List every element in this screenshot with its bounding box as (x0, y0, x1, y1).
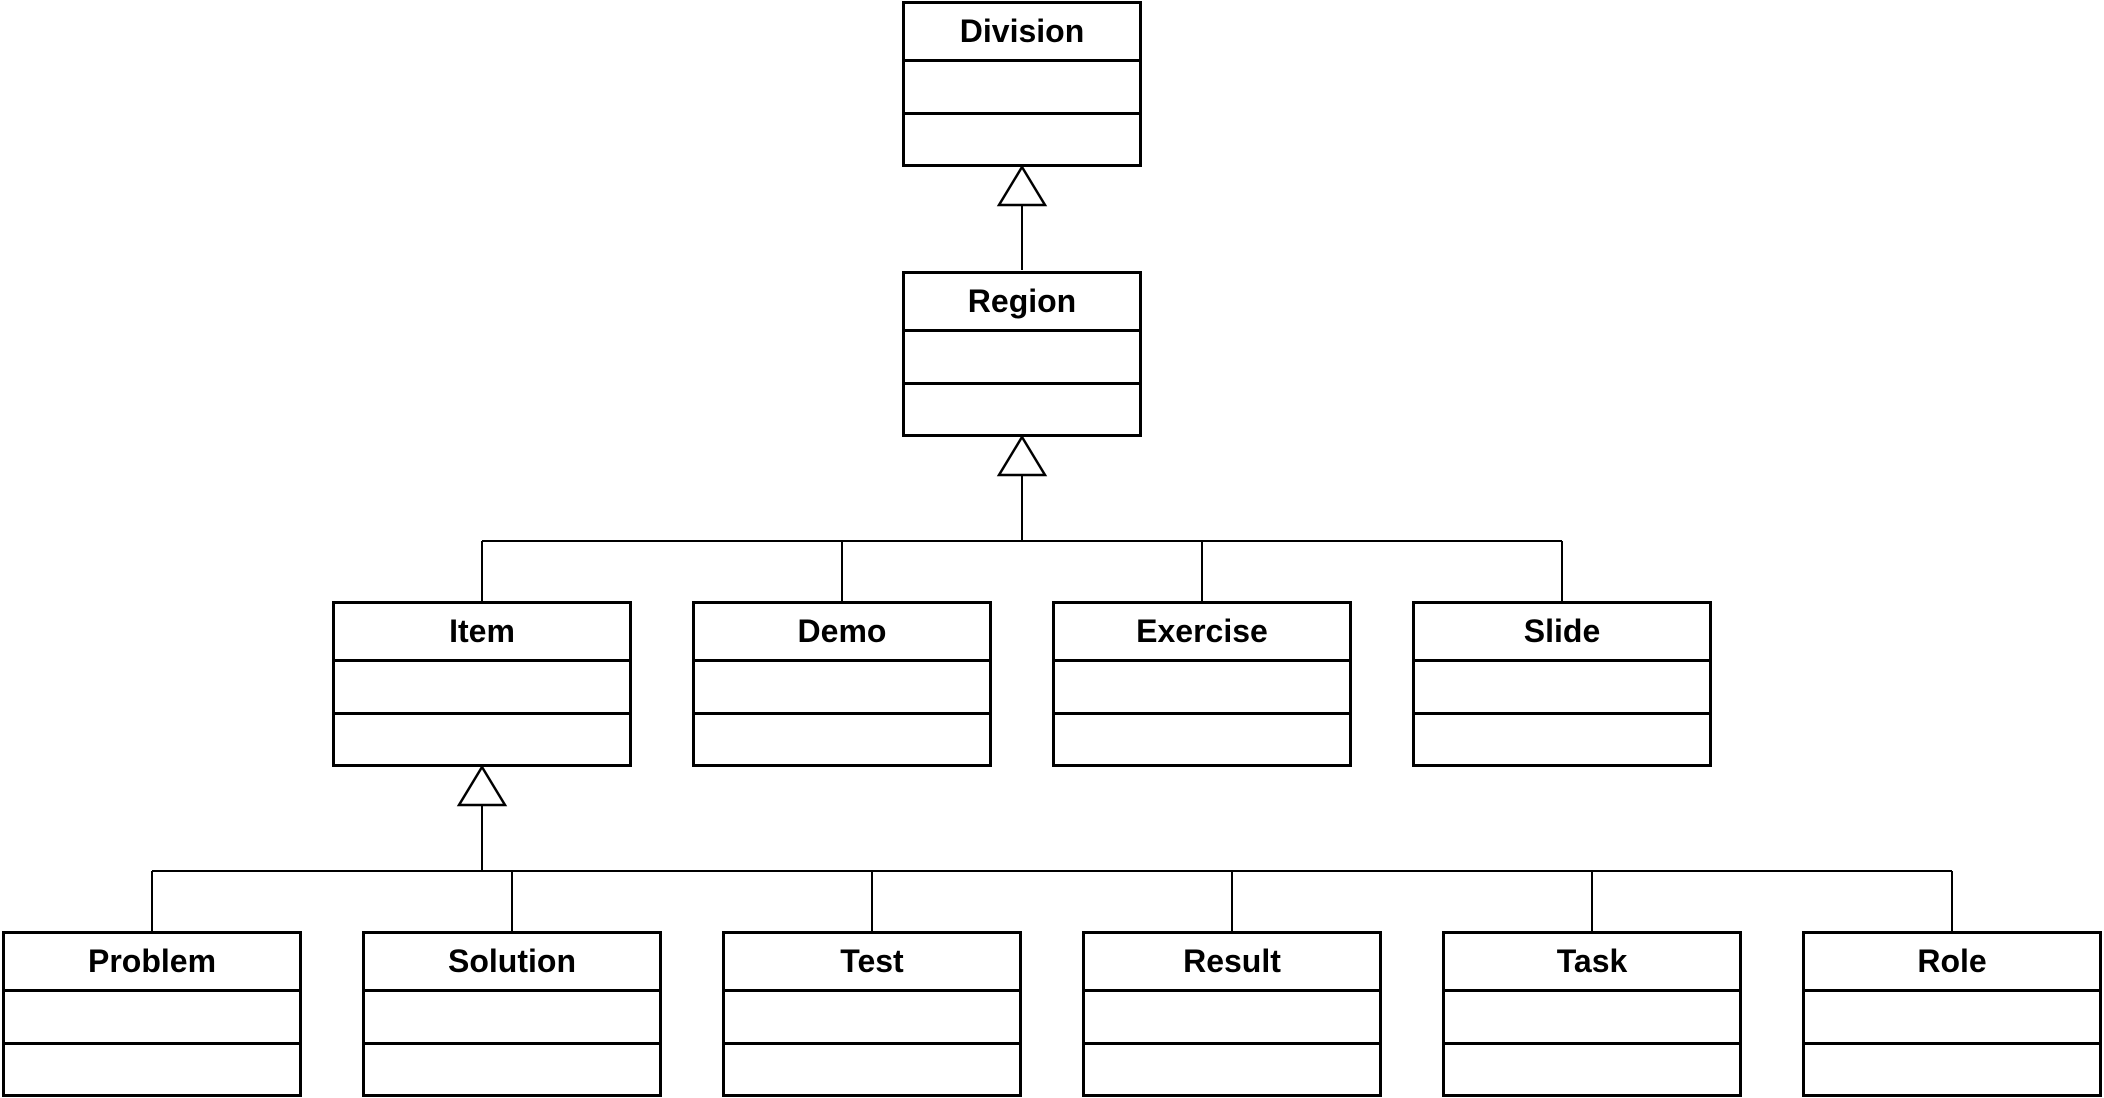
operations-compartment (1805, 1045, 2099, 1094)
class-item[interactable]: Item (332, 601, 632, 767)
class-name: Role (1805, 934, 2099, 992)
class-problem[interactable]: Problem (2, 931, 302, 1097)
class-name: Solution (365, 934, 659, 992)
attributes-compartment (695, 662, 989, 715)
class-name: Exercise (1055, 604, 1349, 662)
class-name: Item (335, 604, 629, 662)
class-result[interactable]: Result (1082, 931, 1382, 1097)
attributes-compartment (1055, 662, 1349, 715)
class-name: Task (1445, 934, 1739, 992)
operations-compartment (695, 715, 989, 764)
attributes-compartment (5, 992, 299, 1045)
attributes-compartment (1085, 992, 1379, 1045)
operations-compartment (725, 1045, 1019, 1094)
class-name: Slide (1415, 604, 1709, 662)
attributes-compartment (335, 662, 629, 715)
class-name: Division (905, 4, 1139, 62)
class-division[interactable]: Division (902, 1, 1142, 167)
attributes-compartment (1415, 662, 1709, 715)
operations-compartment (1085, 1045, 1379, 1094)
class-name: Problem (5, 934, 299, 992)
attributes-compartment (725, 992, 1019, 1045)
inheritance-arrow-item (456, 764, 508, 807)
class-task[interactable]: Task (1442, 931, 1742, 1097)
class-name: Result (1085, 934, 1379, 992)
class-name: Demo (695, 604, 989, 662)
attributes-compartment (1805, 992, 2099, 1045)
operations-compartment (365, 1045, 659, 1094)
attributes-compartment (365, 992, 659, 1045)
class-name: Region (905, 274, 1139, 332)
operations-compartment (335, 715, 629, 764)
class-test[interactable]: Test (722, 931, 1022, 1097)
operations-compartment (905, 385, 1139, 434)
class-exercise[interactable]: Exercise (1052, 601, 1352, 767)
class-name: Test (725, 934, 1019, 992)
attributes-compartment (1445, 992, 1739, 1045)
class-solution[interactable]: Solution (362, 931, 662, 1097)
inheritance-arrow-region (996, 434, 1048, 477)
operations-compartment (1415, 715, 1709, 764)
operations-compartment (5, 1045, 299, 1094)
class-demo[interactable]: Demo (692, 601, 992, 767)
operations-compartment (1055, 715, 1349, 764)
operations-compartment (1445, 1045, 1739, 1094)
class-role[interactable]: Role (1802, 931, 2102, 1097)
class-slide[interactable]: Slide (1412, 601, 1712, 767)
inheritance-arrow-division (996, 164, 1048, 207)
attributes-compartment (905, 332, 1139, 385)
operations-compartment (905, 115, 1139, 164)
class-region[interactable]: Region (902, 271, 1142, 437)
attributes-compartment (905, 62, 1139, 115)
